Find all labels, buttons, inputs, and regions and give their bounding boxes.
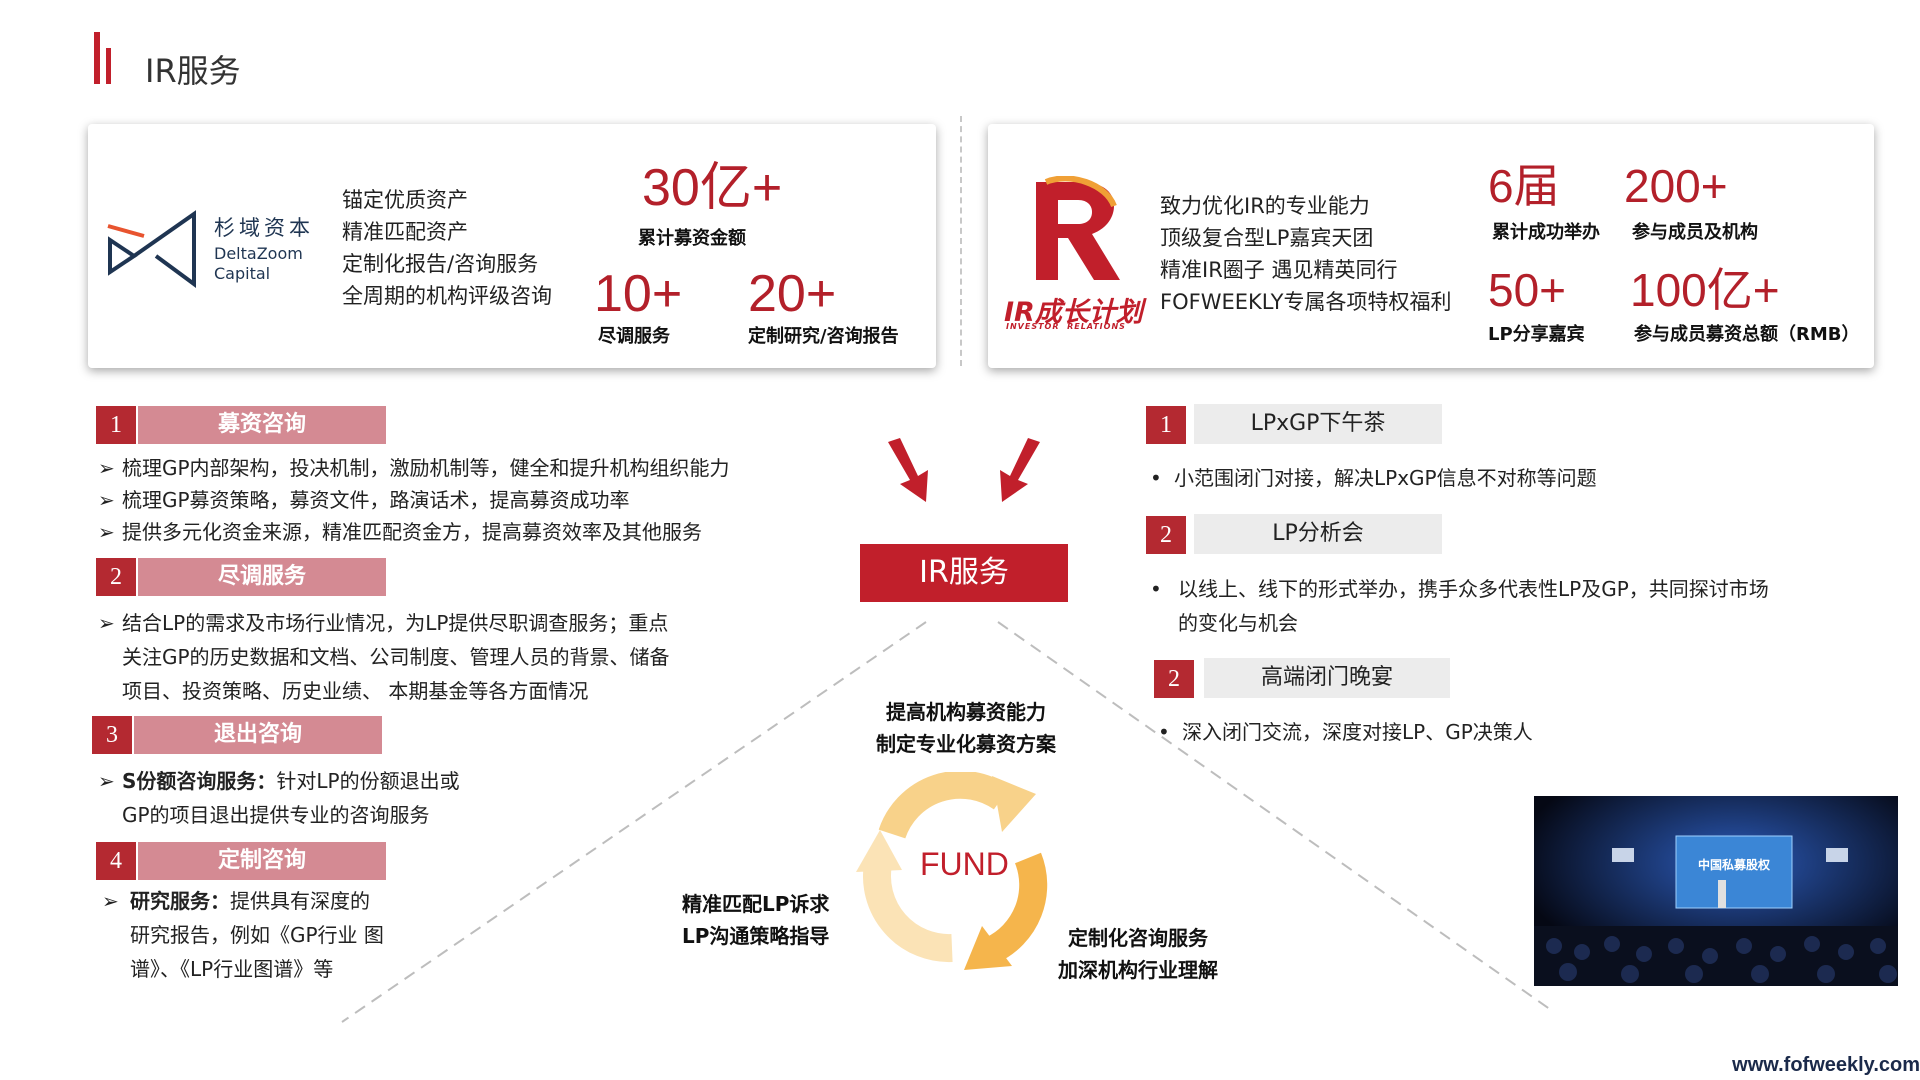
stat-label-editions: 累计成功举办 bbox=[1492, 222, 1600, 243]
section-title-exit: 退出咨询 bbox=[134, 716, 382, 754]
center-top-label: 提高机构募资能力 制定专业化募资方案 bbox=[876, 700, 1056, 756]
deltazoom-en-1: DeltaZoom bbox=[214, 244, 303, 263]
section-number: 1 bbox=[96, 406, 136, 444]
event-photo: 中国私募股权 bbox=[1534, 796, 1898, 986]
body-line: 谱》、《LP行业图谱》等 bbox=[130, 957, 334, 981]
page-title: IR服务 bbox=[145, 52, 241, 90]
stat-value-total-raised: 100亿+ bbox=[1630, 264, 1780, 316]
footer-url[interactable]: www.fofweekly.com bbox=[1732, 1054, 1920, 1076]
lp-analysis-body: •以线上、线下的形式举办，携手众多代表性LP及GP，共同探讨市场 的变化与机会 bbox=[1150, 572, 1769, 640]
ir-growth-card bbox=[988, 124, 1874, 368]
list-item: •以线上、线下的形式举办，携手众多代表性LP及GP，共同探讨市场 bbox=[1150, 577, 1769, 601]
stat-value-fundraising: 30亿+ bbox=[642, 159, 783, 217]
section-title-private-dinner: 高端闭门晚宴 bbox=[1204, 658, 1450, 698]
fund-cycle-arrows-icon bbox=[856, 772, 1048, 970]
brand-logo-icon bbox=[94, 32, 111, 84]
feature-item: FOFWEEKLY专属各项特权福利 bbox=[1160, 290, 1452, 314]
ir-service-box: IR服务 bbox=[860, 544, 1068, 602]
list-item: ➢提供多元化资金来源，精准匹配资金方，提高募资效率及其他服务 bbox=[98, 520, 702, 544]
fundraising-bullets: ➢梳理GP内部架构，投决机制，激励机制等，健全和提升机构组织能力 ➢梳理GP募资… bbox=[98, 452, 730, 548]
feature-item: 精准匹配资产 bbox=[342, 220, 468, 244]
section-number: 4 bbox=[96, 842, 136, 880]
stat-label-total-raised: 参与成员募资总额（RMB） bbox=[1634, 324, 1860, 345]
stat-value-dd: 10+ bbox=[594, 265, 683, 323]
custom-body: ➢研究服务：提供具有深度的 研究报告，例如《GP行业 图 谱》、《LP行业图谱》… bbox=[102, 884, 384, 986]
stat-label-members: 参与成员及机构 bbox=[1632, 222, 1758, 243]
feature-item: 锚定优质资产 bbox=[342, 188, 468, 212]
ir-growth-cn: IR成长计划 bbox=[1004, 297, 1143, 328]
feature-item: 全周期的机构评级咨询 bbox=[342, 284, 552, 308]
center-right-label: 定制化咨询服务 加深机构行业理解 bbox=[1058, 926, 1218, 982]
fund-label: FUND bbox=[920, 846, 1009, 882]
stat-value-members: 200+ bbox=[1624, 160, 1728, 212]
left-feature-list: 锚定优质资产 精准匹配资产 定制化报告/咨询服务 全周期的机构评级咨询 bbox=[342, 184, 552, 312]
list-item: ➢S份额咨询服务：针对LP的份额退出或 bbox=[98, 769, 460, 793]
arrow-down-left-icon bbox=[888, 438, 928, 502]
stat-value-editions: 6届 bbox=[1488, 160, 1560, 212]
section-title-due-diligence: 尽调服务 bbox=[138, 558, 386, 596]
list-item: ➢梳理GP募资策略，募资文件，路演话术，提高募资成功率 bbox=[98, 488, 630, 512]
exit-body: ➢S份额咨询服务：针对LP的份额退出或 GP的项目退出提供专业的咨询服务 bbox=[98, 764, 460, 832]
section-title-lp-analysis: LP分析会 bbox=[1194, 514, 1442, 554]
section-number: 2 bbox=[1146, 516, 1186, 554]
stage-screen-text: 中国私募股权 bbox=[1697, 858, 1770, 872]
card-divider bbox=[960, 116, 962, 366]
body-line: 研究报告，例如《GP行业 图 bbox=[130, 923, 384, 947]
section-number: 2 bbox=[96, 558, 136, 596]
ir-growth-logo-icon bbox=[1036, 176, 1120, 280]
feature-item: 定制化报告/咨询服务 bbox=[342, 252, 539, 276]
section-title-afternoon-tea: LPxGP下午茶 bbox=[1194, 404, 1442, 444]
list-item: •小范围闭门对接，解决LPxGP信息不对称等问题 bbox=[1150, 466, 1597, 490]
stat-value-reports: 20+ bbox=[748, 265, 837, 323]
feature-item: 精准IR圈子 遇见精英同行 bbox=[1160, 258, 1398, 282]
body-line: 的变化与机会 bbox=[1178, 611, 1298, 635]
section-number: 1 bbox=[1146, 406, 1186, 444]
due-diligence-body: ➢结合LP的需求及市场行业情况，为LP提供尽职调查服务；重点 关注GP的历史数据… bbox=[98, 606, 670, 708]
section-number: 3 bbox=[92, 716, 132, 754]
section-title-custom: 定制咨询 bbox=[138, 842, 386, 880]
deltazoom-cn: 杉域资本 bbox=[214, 216, 314, 240]
section-title-fundraising: 募资咨询 bbox=[138, 406, 386, 444]
arrow-down-right-icon bbox=[1000, 438, 1040, 502]
deltazoom-en-2: Capital bbox=[214, 264, 271, 283]
body-line: GP的项目退出提供专业的咨询服务 bbox=[122, 803, 430, 827]
stat-label-lp-guests: LP分享嘉宾 bbox=[1488, 324, 1585, 345]
list-item: •深入闭门交流，深度对接LP、GP决策人 bbox=[1158, 720, 1533, 744]
ir-growth-en: INVESTOR RELATIONS bbox=[1006, 322, 1126, 331]
stat-label-fundraising: 累计募资金额 bbox=[638, 228, 746, 249]
stat-label-dd: 尽调服务 bbox=[598, 326, 670, 347]
list-item: ➢梳理GP内部架构，投决机制，激励机制等，健全和提升机构组织能力 bbox=[98, 456, 730, 480]
feature-item: 致力优化IR的专业能力 bbox=[1160, 194, 1370, 218]
section-number: 2 bbox=[1154, 660, 1194, 698]
body-line: 关注GP的历史数据和文档、公司制度、管理人员的背景、储备 bbox=[122, 645, 670, 669]
list-item: ➢结合LP的需求及市场行业情况，为LP提供尽职调查服务；重点 bbox=[98, 611, 669, 635]
center-left-label: 精准匹配LP诉求 LP沟通策略指导 bbox=[682, 892, 830, 948]
event-stage-image bbox=[1534, 796, 1898, 986]
stat-value-lp-guests: 50+ bbox=[1488, 264, 1567, 316]
right-feature-list: 致力优化IR的专业能力 顶级复合型LP嘉宾天团 精准IR圈子 遇见精英同行 FO… bbox=[1160, 190, 1452, 318]
feature-item: 顶级复合型LP嘉宾天团 bbox=[1160, 226, 1374, 250]
deltazoom-card bbox=[88, 124, 936, 368]
list-item: ➢研究服务：提供具有深度的 bbox=[102, 889, 370, 913]
deltazoom-logo-icon bbox=[107, 210, 196, 288]
body-line: 项目、投资策略、历史业绩、 本期基金等各方面情况 bbox=[122, 679, 589, 703]
stat-label-reports: 定制研究/咨询报告 bbox=[748, 326, 899, 347]
